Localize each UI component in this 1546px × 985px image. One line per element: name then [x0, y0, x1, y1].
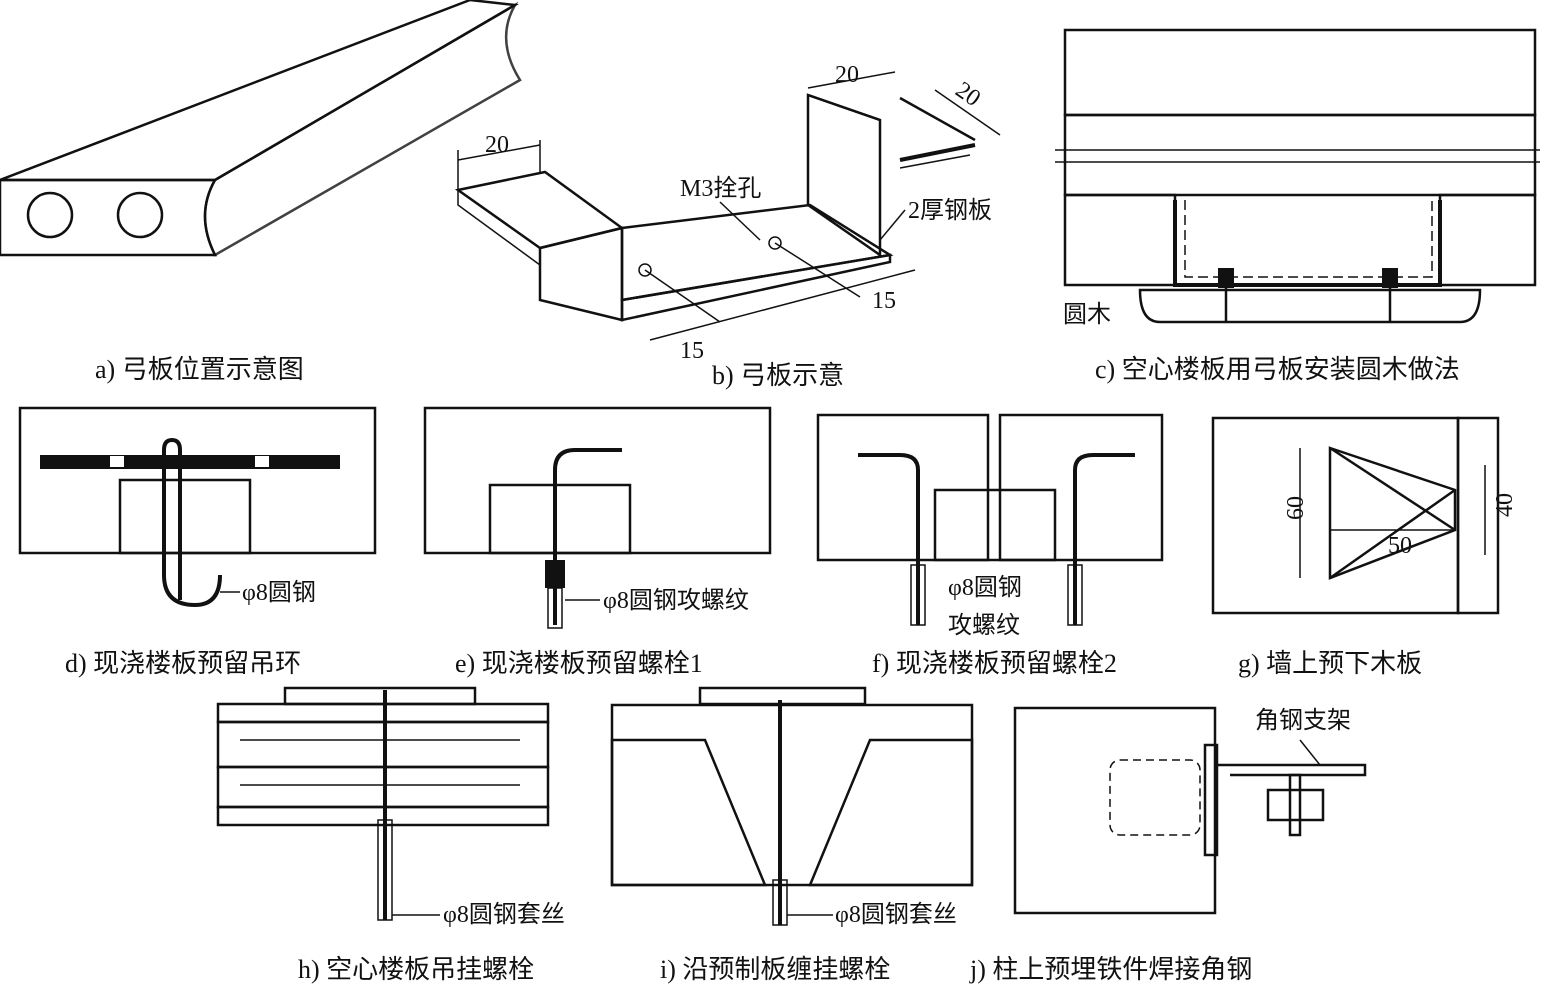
rod-label-i: φ8圆钢套丝 — [835, 901, 957, 928]
dim-right-offset: 15 — [872, 288, 896, 314]
caption-h: h) 空心楼板吊挂螺栓 — [298, 955, 534, 984]
caption-e: e) 现浇楼板预留螺栓1 — [455, 649, 703, 678]
caption-j: j) 柱上预埋铁件焊接角钢 — [969, 955, 1252, 984]
caption-c: c) 空心楼板用弓板安装圆木做法 — [1095, 355, 1460, 384]
dim-left-width: 20 — [485, 132, 509, 158]
caption-a: a) 弓板位置示意图 — [95, 355, 304, 384]
rod-label-f-1: φ8圆钢 — [948, 574, 1022, 601]
hollow-slab-hanging-bolt-drawing: φ8圆钢套丝 h) 空心楼板吊挂螺栓 — [216, 686, 565, 984]
dim-height-outer: 60 — [1283, 496, 1309, 520]
hollow-slab-drawing: a) 弓板位置示意图 — [0, 0, 522, 384]
wall-wood-block-drawing: 60 40 50 g) 墙上预下木板 — [1211, 416, 1518, 678]
cast-slab-bolt-2-drawing: φ8圆钢 攻螺纹 f) 现浇楼板预留螺栓2 — [816, 413, 1164, 678]
dim-top-depth: 20 — [950, 77, 985, 112]
log-label: 圆木 — [1063, 301, 1111, 328]
dim-width: 50 — [1388, 533, 1412, 559]
precast-slab-wrap-bolt-drawing: φ8圆钢套丝 i) 沿预制板缠挂螺栓 — [610, 686, 974, 984]
caption-i: i) 沿预制板缠挂螺栓 — [660, 955, 890, 984]
rod-label-e: φ8圆钢攻螺纹 — [603, 587, 749, 614]
dim-top-width: 20 — [835, 62, 859, 88]
column-embedded-angle-steel-drawing: 角钢支架 j) 柱上预埋铁件焊接角钢 — [969, 706, 1367, 984]
log-installation-drawing: 圆木 c) 空心楼板用弓板安装圆木做法 — [1055, 28, 1540, 384]
cast-slab-hanging-ring-drawing: φ8圆钢 d) 现浇楼板预留吊环 — [18, 406, 377, 678]
caption-g: g) 墙上预下木板 — [1238, 649, 1422, 678]
dim-height-inner: 40 — [1492, 493, 1518, 517]
rod-label-h: φ8圆钢套丝 — [443, 901, 565, 928]
bracket-label: 角钢支架 — [1255, 707, 1351, 734]
caption-b: b) 弓板示意 — [712, 361, 844, 390]
hole-label: M3拴孔 — [680, 175, 761, 202]
plate-label: 2厚钢板 — [908, 197, 992, 224]
cast-slab-bolt-1-drawing: φ8圆钢攻螺纹 e) 现浇楼板预留螺栓1 — [423, 406, 772, 678]
bow-plate-drawing: 20 20 20 M3拴孔 2厚钢板 15 15 b) 弓板示意 — [454, 62, 1001, 390]
rod-label-f-2: 攻螺纹 — [948, 612, 1020, 639]
dim-bottom-offset: 15 — [680, 338, 704, 364]
caption-f: f) 现浇楼板预留螺栓2 — [872, 649, 1117, 678]
caption-d: d) 现浇楼板预留吊环 — [65, 649, 301, 678]
rod-label-d: φ8圆钢 — [242, 579, 316, 606]
